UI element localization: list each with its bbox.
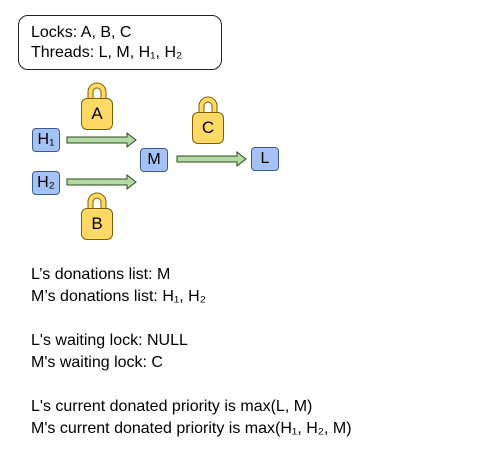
lock-c-body: C	[192, 112, 224, 144]
m-donations-list: M’s donations list: H₁, H₂	[31, 288, 206, 305]
l-waiting-lock: L's waiting lock: NULL	[31, 332, 188, 349]
lock-a-label: A	[91, 104, 103, 123]
thread-m-label: M	[147, 151, 161, 168]
thread-l-label: L	[260, 150, 270, 167]
arrow-h2-to-m	[66, 174, 137, 190]
l-donations-list: L’s donations list: M	[31, 266, 171, 283]
l-donated-priority: L's current donated priority is max(L, M…	[31, 398, 313, 415]
lock-b-body: B	[81, 208, 113, 240]
lock-a: A	[81, 80, 113, 132]
lock-c-label: C	[201, 118, 215, 137]
legend-box: Locks: A, B, C Threads: L, M, H₁, H₂	[18, 15, 222, 70]
thread-h1: H₁	[32, 128, 60, 152]
lock-b-label: B	[91, 214, 103, 233]
lock-shackle-icon	[198, 96, 218, 116]
arrow-m-to-l	[176, 151, 247, 167]
arrow-h1-to-m	[66, 132, 137, 148]
lock-b: B	[81, 190, 113, 242]
thread-h1-label: H₁	[37, 131, 55, 148]
lock-a-body: A	[81, 98, 113, 130]
thread-h2-label: H₂	[37, 174, 55, 191]
m-waiting-lock: M's waiting lock: C	[31, 354, 163, 371]
lock-c: C	[192, 94, 224, 146]
thread-l: L	[251, 147, 279, 171]
locks-line: Locks: A, B, C	[31, 24, 132, 41]
threads-line: Threads: L, M, H₁, H₂	[31, 44, 183, 61]
thread-m: M	[140, 148, 168, 172]
m-donated-priority: M's current donated priority is max(H₁, …	[31, 420, 352, 437]
thread-h2: H₂	[32, 171, 60, 195]
lock-shackle-icon	[87, 82, 107, 102]
lock-shackle-icon	[87, 192, 107, 212]
